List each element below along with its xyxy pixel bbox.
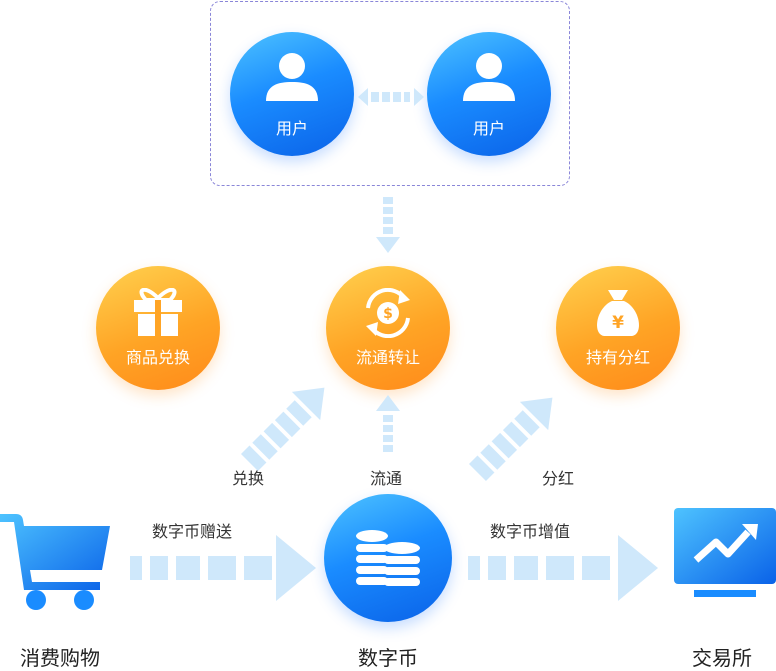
feature-label: 流通转让 — [355, 348, 420, 367]
gift-icon — [134, 288, 182, 336]
node-label-coin: 数字币 — [358, 646, 418, 670]
user-label: 用户 — [275, 119, 308, 138]
stock-chart-monitor-icon — [674, 508, 776, 597]
flow-label-appreciate: 数字币增值 — [490, 522, 571, 541]
feature-goods-exchange: 商品兑换 — [96, 266, 220, 390]
dividend-arrow — [468, 397, 553, 482]
node-label-shopping: 消费购物 — [20, 646, 100, 670]
user-node-2: 用户 — [427, 32, 551, 156]
appreciate-flow-arrow — [468, 535, 658, 601]
user-node-1: 用户 — [230, 32, 354, 156]
shopping-cart-icon — [0, 514, 110, 610]
user-icon — [266, 53, 318, 101]
user-icon — [463, 53, 515, 101]
feature-label: 持有分红 — [585, 348, 650, 367]
flow-label-gift: 数字币赠送 — [152, 522, 233, 541]
circulation-coin-icon: $ — [366, 288, 410, 338]
circulate-arrow — [376, 395, 400, 452]
svg-text:$: $ — [383, 306, 393, 322]
user-label: 用户 — [472, 119, 505, 138]
flow-label-dividend: 分红 — [542, 469, 575, 488]
node-label-exchange: 交易所 — [692, 646, 752, 670]
flow-label-exchange: 兑换 — [232, 469, 265, 488]
exchange-arrow — [240, 387, 325, 472]
feature-label: 商品兑换 — [125, 348, 190, 367]
digital-coin-node — [324, 494, 452, 622]
money-bag-icon: ¥ — [597, 290, 639, 336]
flow-label-circulate: 流通 — [370, 469, 403, 488]
bidirectional-arrow — [358, 88, 424, 106]
coin-stack-icon — [356, 530, 420, 586]
svg-text:¥: ¥ — [612, 313, 624, 333]
gift-flow-arrow — [130, 535, 316, 601]
down-arrow — [376, 197, 400, 253]
feature-circulation: $ 流通转让 — [326, 266, 450, 390]
feature-dividend: ¥ 持有分红 — [556, 266, 680, 390]
users-group-box — [210, 1, 570, 186]
